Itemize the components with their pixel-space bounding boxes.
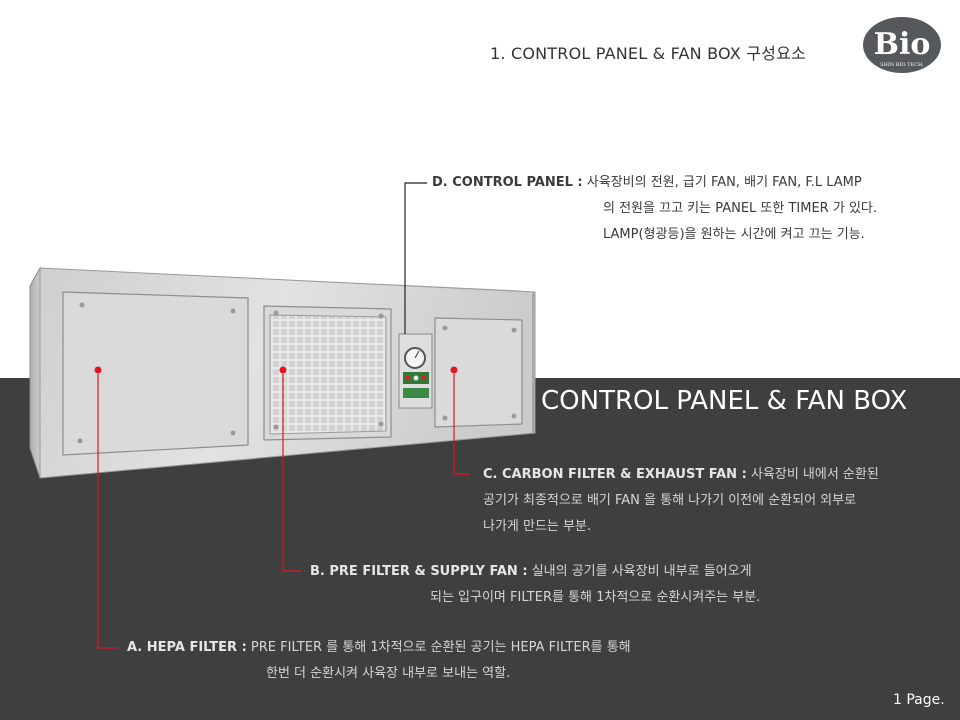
control-leader (404, 182, 427, 334)
logo-subtext: SHIN BIO TECH. (880, 62, 924, 68)
pre-filter-heading: B. PRE FILTER & SUPPLY FAN : (310, 564, 528, 579)
control-panel-line3: LAMP(형광등)을 원하는 시간에 켜고 끄는 기능. (603, 227, 865, 242)
carbon-leader (453, 374, 470, 475)
pre-filter-line2: 되는 입구이며 FILTER를 통해 1차적으로 순환시켜주는 부분. (430, 590, 761, 605)
carbon-filter-heading: C. CARBON FILTER & EXHAUST FAN : (483, 467, 747, 482)
carbon-filter-panel (434, 317, 523, 428)
pre-filter-description: B. PRE FILTER & SUPPLY FAN : 실내의 공기를 사육장… (310, 559, 760, 611)
hepa-marker (94, 366, 102, 374)
hepa-panel (62, 291, 249, 456)
control-panel-line2: 의 전원을 끄고 키는 PANEL 또한 TIMER 가 있다. (603, 201, 877, 216)
box-right-edge (532, 292, 535, 433)
page-number: 1 Page. (893, 692, 945, 708)
box-side (29, 266, 41, 479)
pre-filter-leader (282, 374, 302, 572)
carbon-filter-line3: 나가게 만드는 부분. (483, 519, 592, 534)
section-title: CONTROL PANEL & FAN BOX (541, 386, 908, 416)
hepa-leader (97, 374, 118, 649)
control-panel-description: D. CONTROL PANEL : 사육장비의 전원, 급기 FAN, 배기 … (432, 170, 877, 248)
hepa-filter-heading: A. HEPA FILTER : (127, 640, 247, 655)
carbon-filter-description: C. CARBON FILTER & EXHAUST FAN : 사육장비 내에… (483, 462, 879, 540)
pre-filter-marker (279, 366, 287, 374)
hepa-filter-line1: PRE FILTER 를 통해 1차적으로 순환된 공기는 HEPA FILTE… (250, 640, 631, 655)
pre-filter-grille (269, 314, 387, 435)
pre-filter-line1: 실내의 공기를 사육장비 내부로 들어오게 (531, 564, 752, 579)
page-title: 1. CONTROL PANEL & FAN BOX 구성요소 (490, 44, 806, 63)
carbon-filter-line2: 공기가 최종적으로 배기 FAN 을 통해 나가기 이전에 순환되어 외부로 (483, 493, 857, 508)
carbon-marker (450, 366, 458, 374)
control-panel-line1: 사육장비의 전원, 급기 FAN, 배기 FAN, F.L LAMP (586, 175, 862, 190)
hepa-filter-description: A. HEPA FILTER : PRE FILTER 를 통해 1차적으로 순… (127, 635, 631, 687)
carbon-filter-line1: 사육장비 내에서 순환된 (750, 467, 879, 482)
bio-logo: Bio SHIN BIO TECH. (863, 17, 941, 73)
logo-text: Bio (874, 27, 931, 62)
control-panel-heading: D. CONTROL PANEL : (432, 175, 583, 190)
screws (77, 302, 517, 444)
hepa-filter-line2: 한번 더 순환시켜 사육장 내부로 보내는 역할. (266, 666, 511, 681)
